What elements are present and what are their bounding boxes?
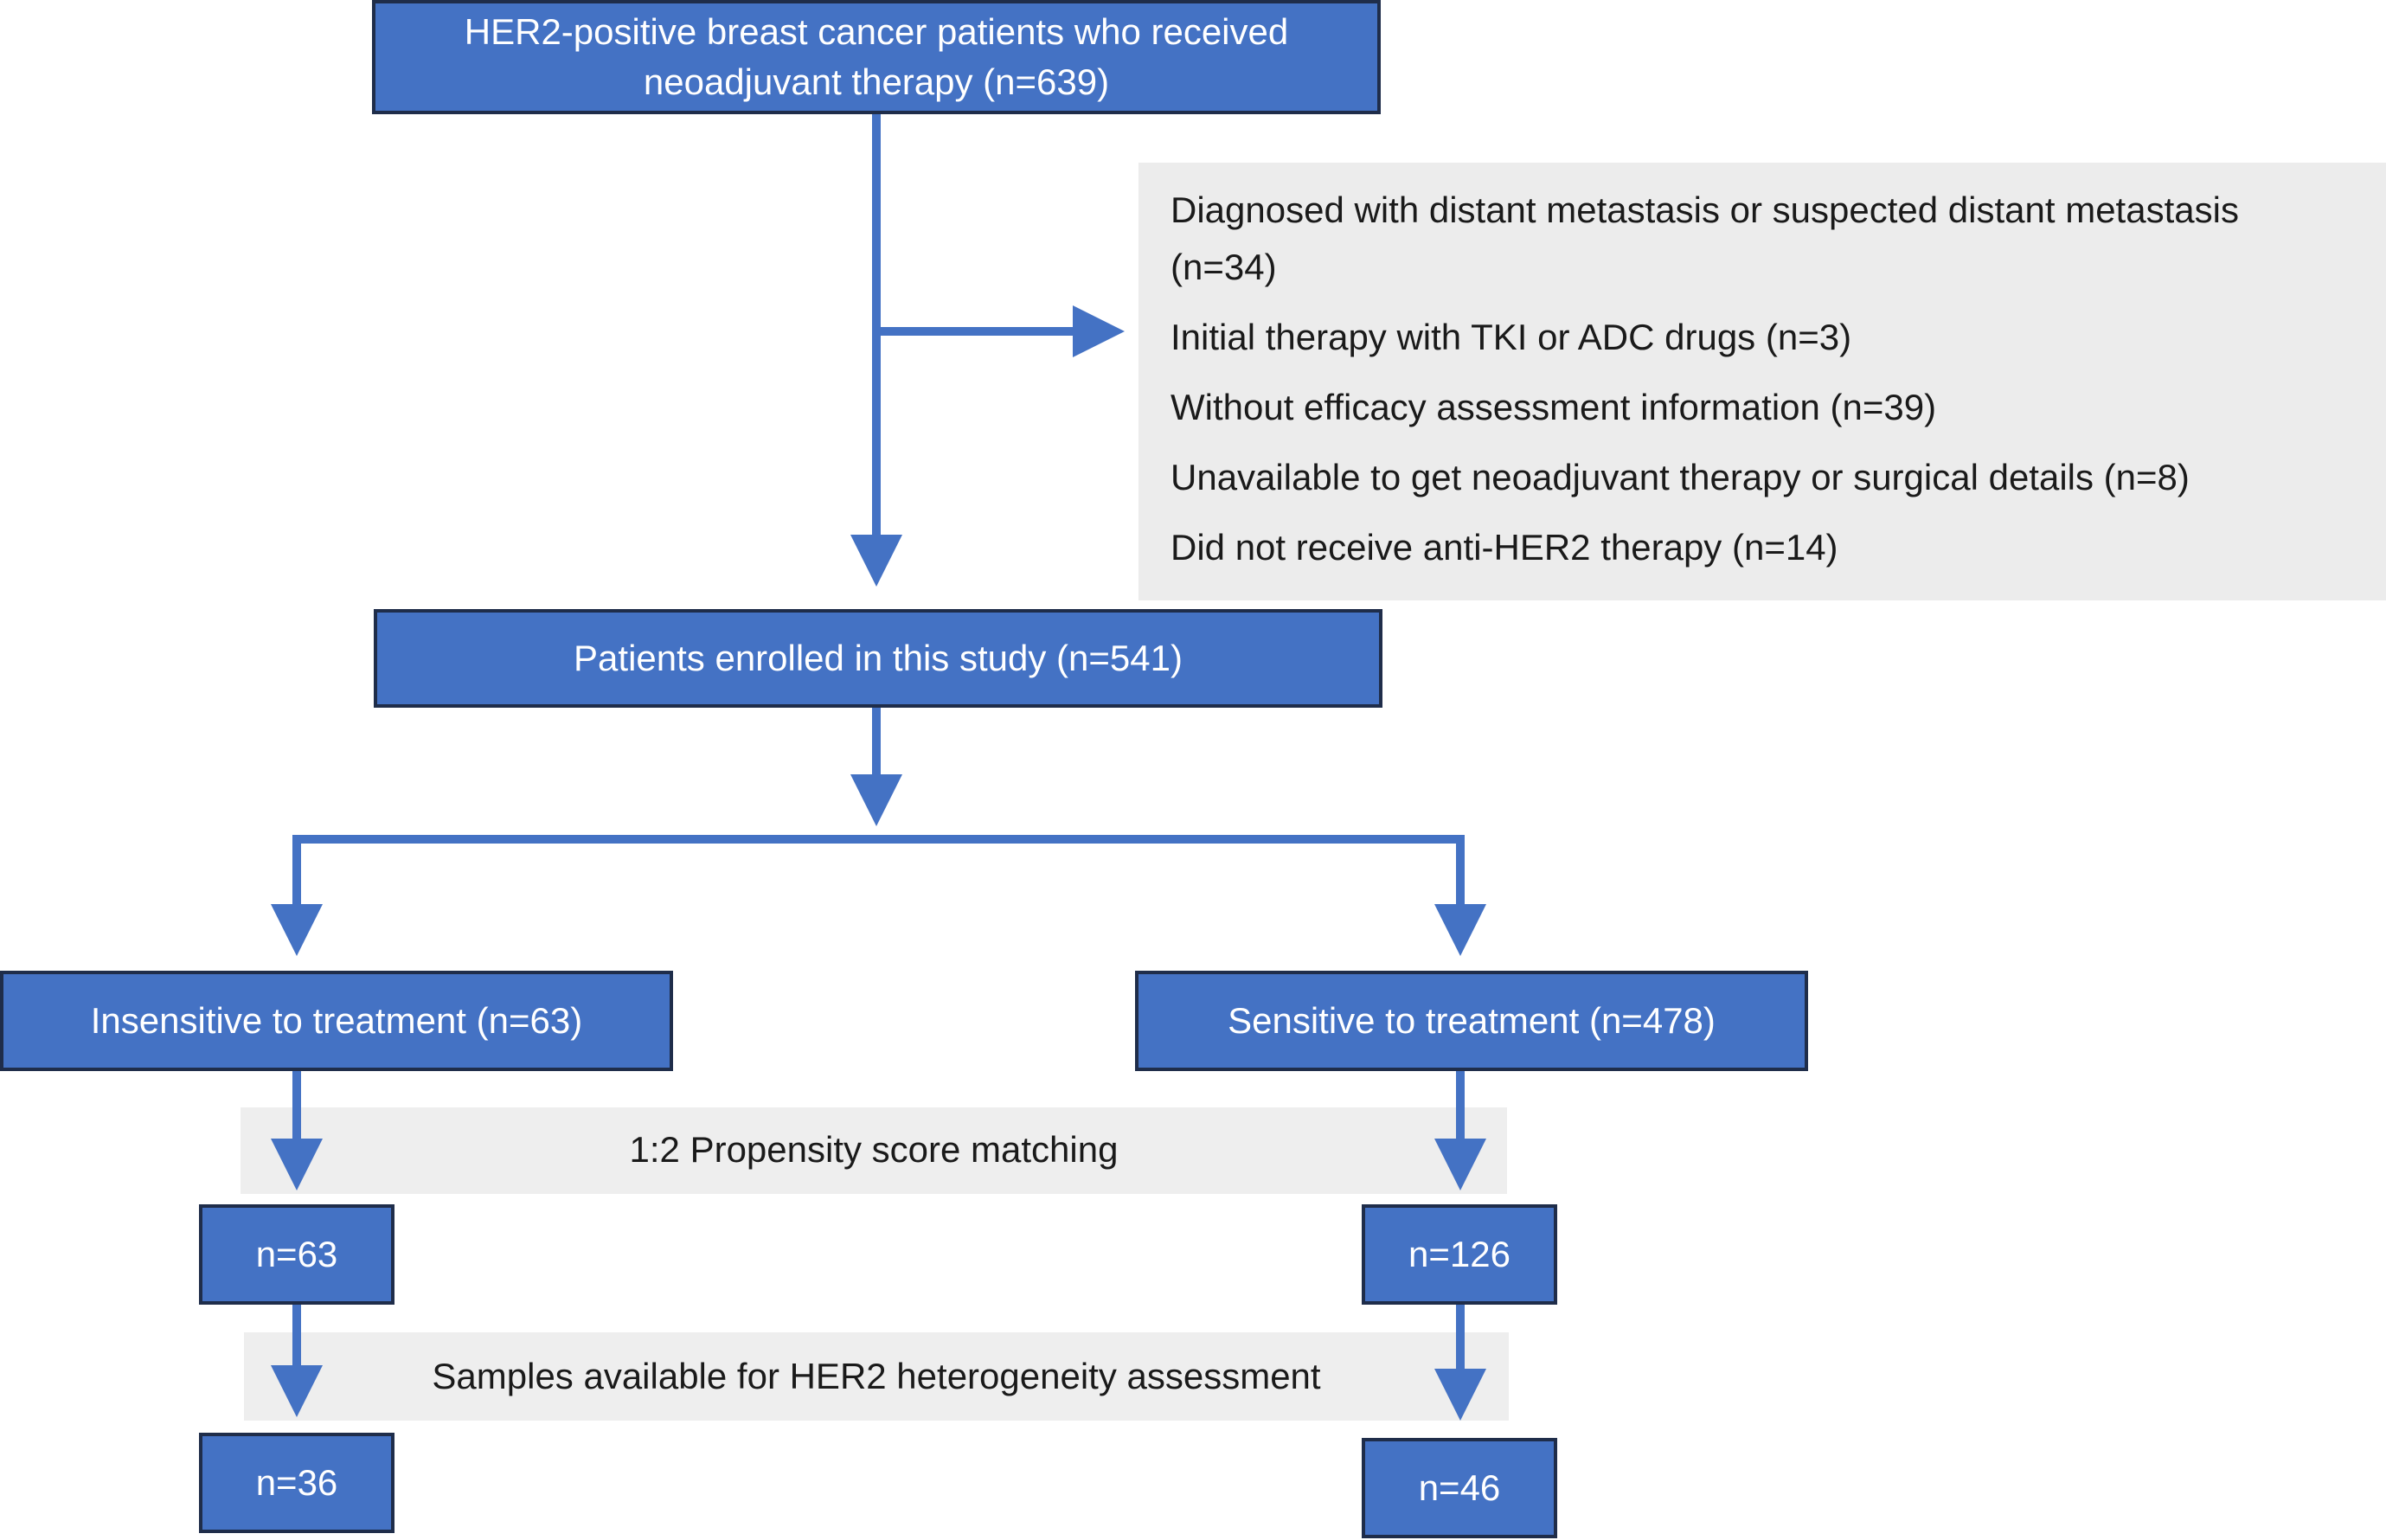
exclusion-item-metastasis: Diagnosed with distant metastasis or sus…	[1171, 189, 2239, 287]
exclusion-criteria-panel: Diagnosed with distant metastasis or sus…	[1138, 163, 2386, 600]
exclusion-item-details: Unavailable to get neoadjuvant therapy o…	[1171, 457, 2190, 497]
split-connector	[292, 835, 1465, 934]
insensitive-box: Insensitive to treatment (n=63)	[0, 971, 673, 1071]
insensitive-label: Insensitive to treatment (n=63)	[90, 1000, 583, 1041]
sensitive-label: Sensitive to treatment (n=478)	[1228, 1000, 1716, 1041]
insensitive-samples-count: n=36	[255, 1462, 338, 1503]
enrolled-label: Patients enrolled in this study (n=541)	[574, 638, 1183, 678]
sensitive-matched-box: n=126	[1362, 1204, 1557, 1305]
exclusion-item-efficacy: Without efficacy assessment information …	[1171, 387, 1937, 427]
exclusion-item-anti-her2: Did not receive anti-HER2 therapy (n=14)	[1171, 527, 1838, 568]
sensitive-box: Sensitive to treatment (n=478)	[1135, 971, 1808, 1071]
samples-band	[244, 1332, 1509, 1421]
insensitive-samples-box: n=36	[199, 1433, 394, 1533]
exclusion-item-tki-adc: Initial therapy with TKI or ADC drugs (n…	[1171, 317, 1852, 357]
matching-step-label: 1:2 Propensity score matching	[629, 1129, 1119, 1170]
insensitive-matched-count: n=63	[255, 1234, 338, 1274]
sensitive-samples-box: n=46	[1362, 1438, 1557, 1538]
initial-cohort-label: HER2-positive breast cancer patients who…	[464, 11, 1289, 102]
initial-cohort-box: HER2-positive breast cancer patients who…	[372, 0, 1381, 114]
sensitive-matched-count: n=126	[1408, 1234, 1510, 1274]
samples-step-label: Samples available for HER2 heterogeneity…	[432, 1356, 1321, 1396]
enrolled-box: Patients enrolled in this study (n=541)	[374, 609, 1382, 708]
matching-band	[241, 1107, 1507, 1194]
sensitive-samples-count: n=46	[1418, 1467, 1501, 1508]
insensitive-matched-box: n=63	[199, 1204, 394, 1305]
